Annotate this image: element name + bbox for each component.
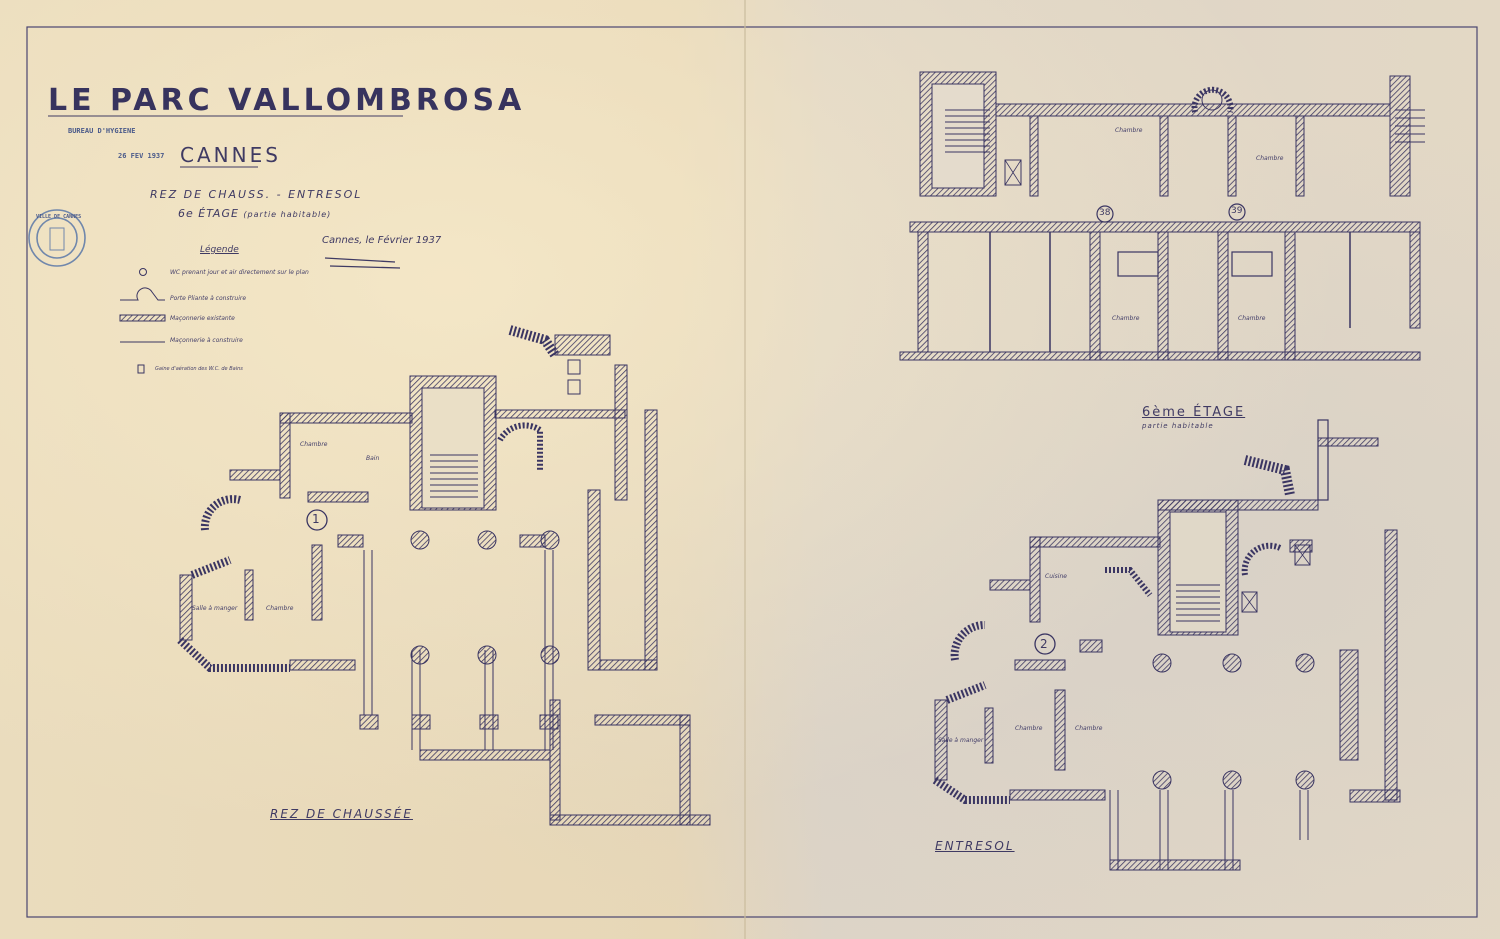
- sixth-room-4: Chambre: [1115, 127, 1143, 134]
- subtitle-line2: 6e ÉTAGE (partie habitable): [178, 208, 331, 219]
- mezzanine-room-4: Chambre: [1075, 725, 1103, 732]
- ground-room-2: Salle à manger: [192, 605, 238, 612]
- mezzanine-room-2: Salle à manger: [938, 737, 984, 744]
- sixth-room-1: Chambre: [1256, 155, 1284, 162]
- sixth-subcaption: partie habitable: [1142, 422, 1214, 430]
- ground-room-1: Chambre: [300, 441, 328, 448]
- subtitle-note: (partie habitable): [243, 210, 332, 219]
- stamp-date: 26 FEV 1937: [118, 152, 165, 160]
- ground-caption: REZ DE CHAUSSÉE: [270, 807, 413, 821]
- stamp-bureau: BUREAU D'HYGIENE: [68, 127, 136, 135]
- legend-item-wc: WC prenant jour et air directement sur l…: [170, 269, 309, 276]
- sixth-room-3: Chambre: [1238, 315, 1266, 322]
- sixth-room-2: Chambre: [1112, 315, 1140, 322]
- legend-item-new-wall: Maçonnerie à construire: [170, 337, 243, 344]
- legend-item-existing-wall: Maçonnerie existante: [170, 315, 235, 322]
- mezzanine-room-3: Chambre: [1015, 725, 1043, 732]
- ground-room-4: Bain: [366, 455, 380, 462]
- sixth-caption: 6ème ÉTAGE: [1142, 405, 1246, 420]
- legend-heading: Légende: [200, 245, 239, 255]
- subtitle-floor: 6e ÉTAGE: [178, 207, 239, 220]
- sheet-title: LE PARC VALLOMBROSA: [48, 83, 526, 118]
- date-note: Cannes, le Février 1937: [322, 235, 442, 246]
- sixth-marker-39: 39: [1231, 206, 1243, 216]
- sheet-border: [26, 26, 1478, 918]
- sixth-floor-plan: [899, 71, 1425, 361]
- legend-symbols: [119, 268, 166, 374]
- ground-room-3: Chambre: [266, 605, 294, 612]
- ground-floor-plan: [177, 325, 711, 826]
- ground-marker: 1: [312, 512, 320, 526]
- city-name: CANNES: [180, 143, 281, 167]
- mezzanine-plan: [932, 419, 1401, 871]
- legend-item-door: Porte Pliante à construire: [170, 295, 247, 302]
- round-stamp-text: VILLE DE CANNES: [36, 214, 82, 220]
- mezzanine-room-1: Cuisine: [1045, 573, 1067, 580]
- mezzanine-marker: 2: [1040, 637, 1048, 651]
- legend-item-duct: Gaine d'aération des W.C. de Bains: [155, 366, 243, 372]
- mezzanine-caption: ENTRESOL: [935, 839, 1015, 853]
- round-stamp: [28, 209, 86, 267]
- subtitle-line1: REZ DE CHAUSS. - ENTRESOL: [150, 188, 363, 201]
- sixth-marker-38: 38: [1099, 208, 1111, 218]
